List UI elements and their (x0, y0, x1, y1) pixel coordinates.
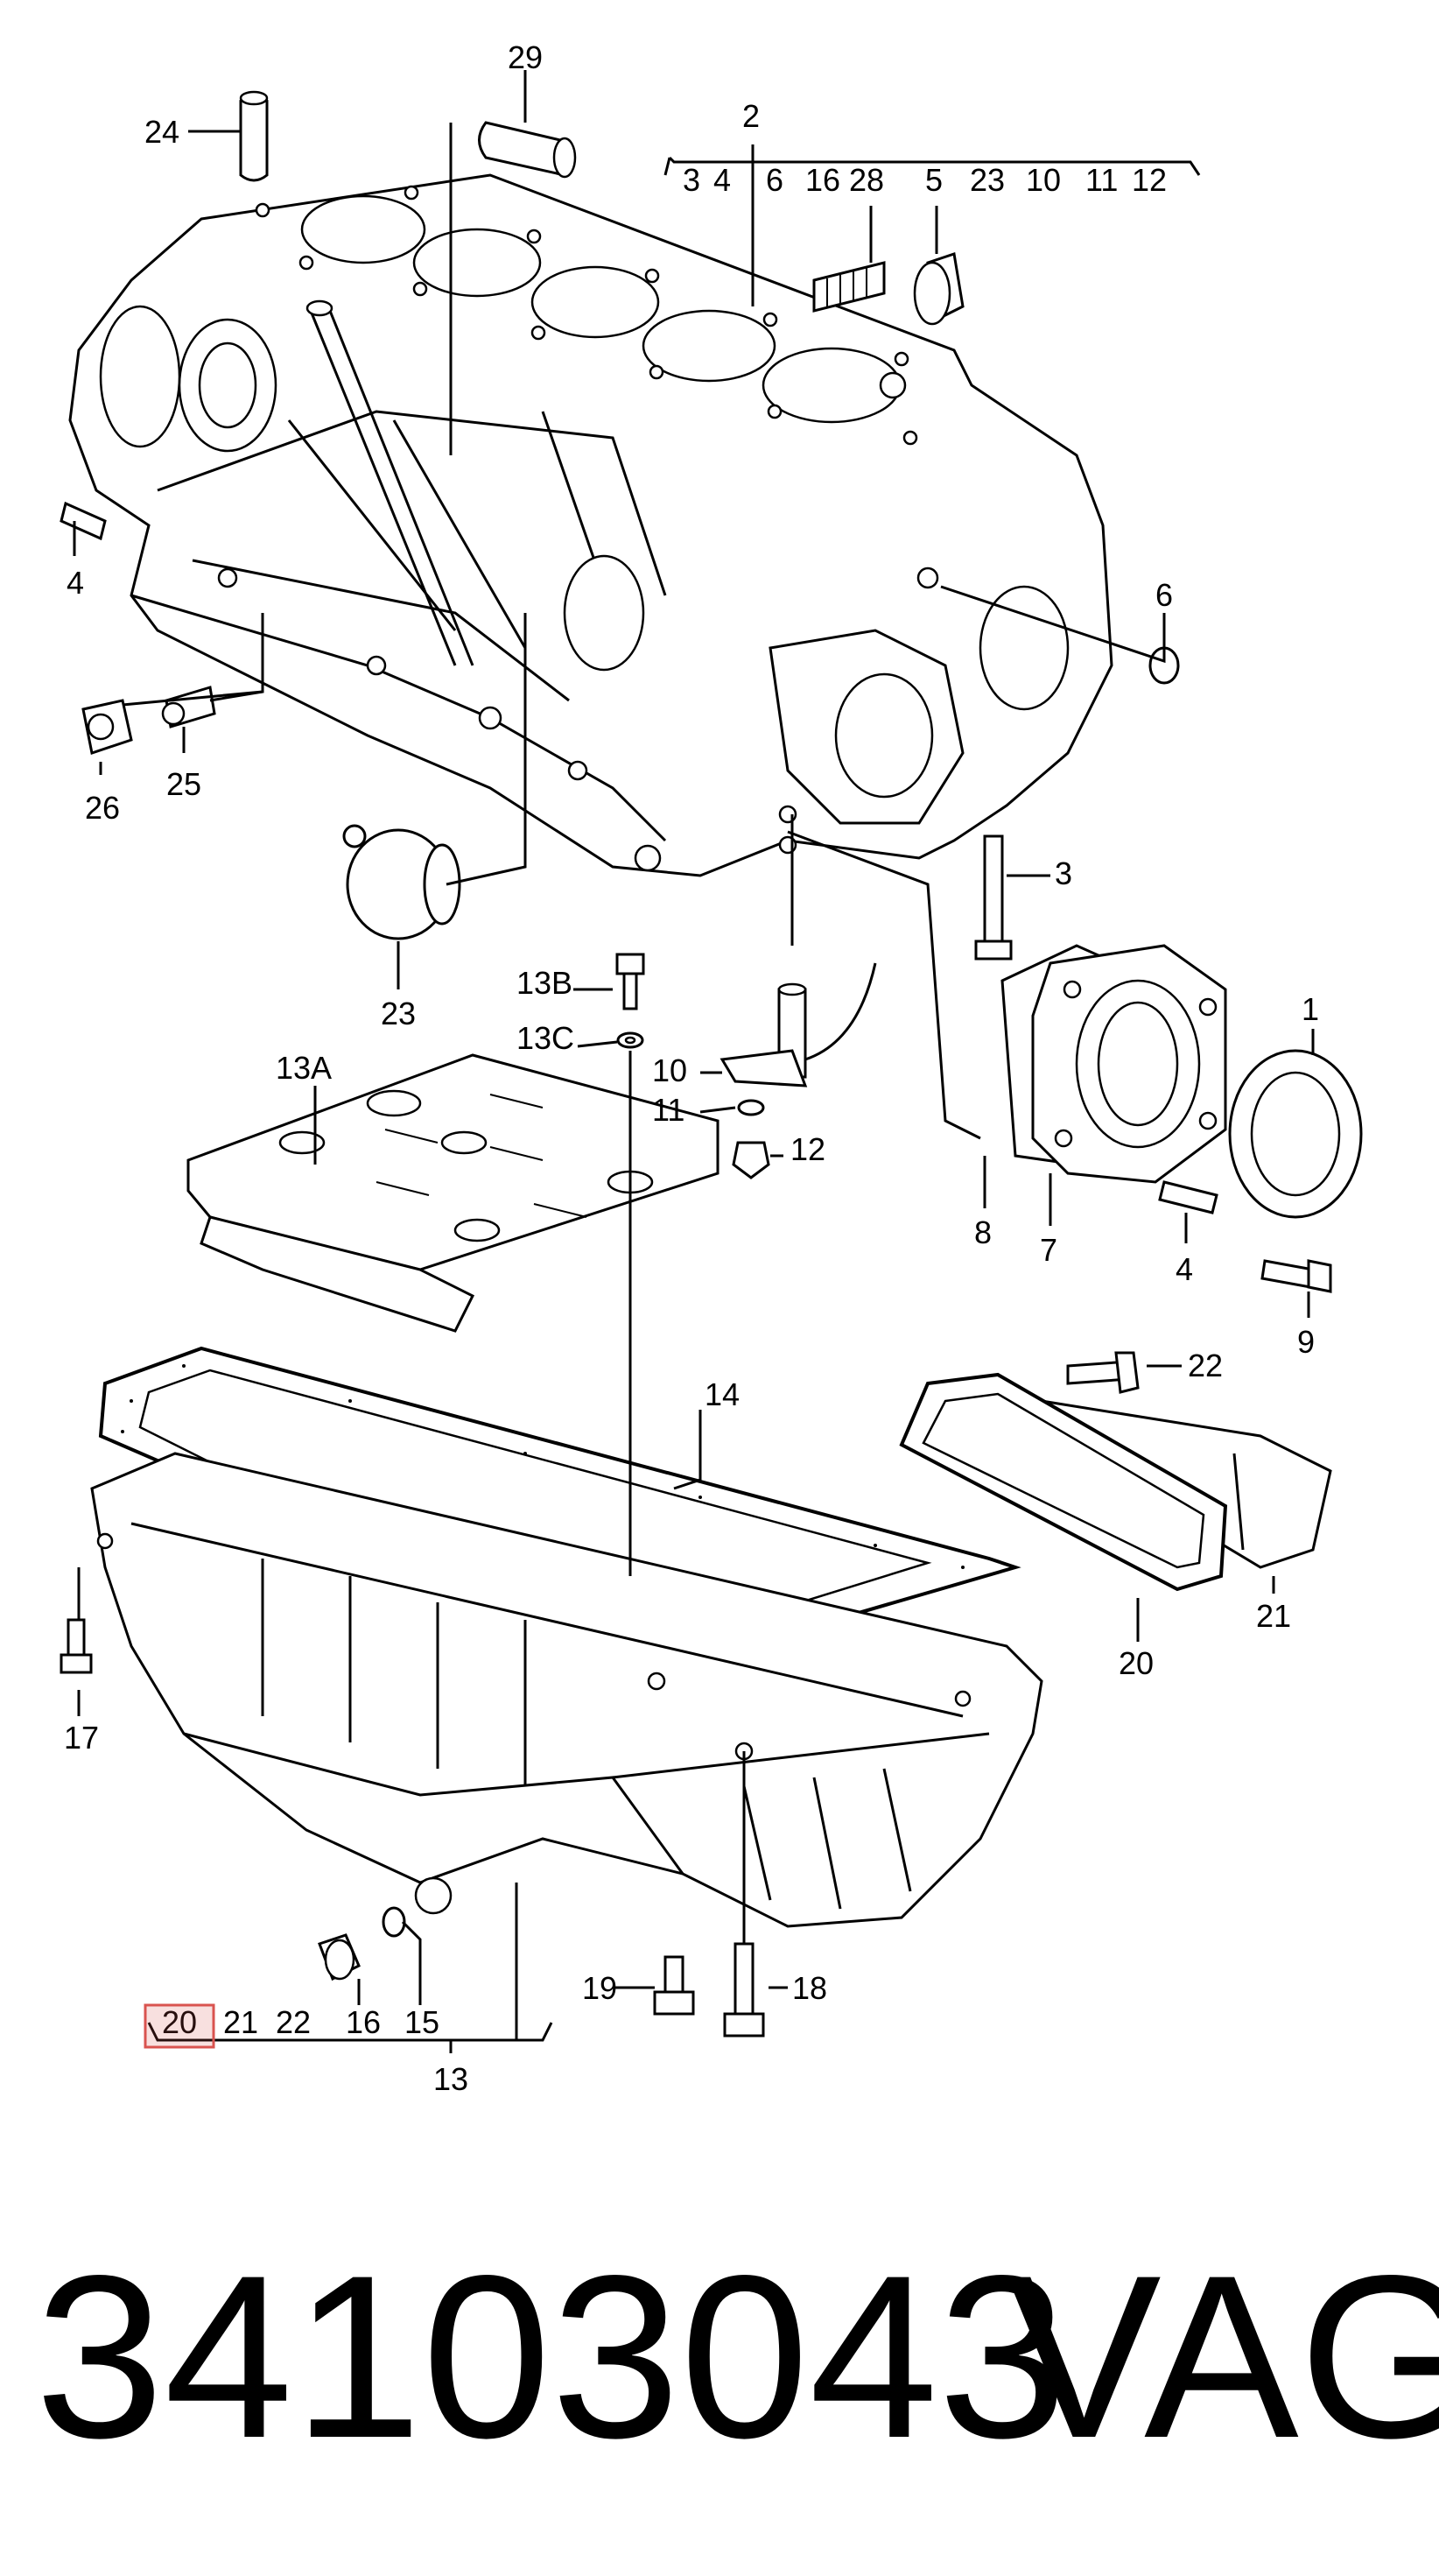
label-2-group-28: 28 (849, 162, 884, 198)
part-25-screw (161, 686, 216, 728)
highlight-box (144, 2003, 215, 2049)
brand-name: VAG (1007, 2228, 1439, 2487)
label-bottom-20: 20 (162, 2004, 197, 2040)
part-19-bolt (653, 1955, 695, 2016)
label-2-group-10: 10 (1026, 162, 1061, 198)
part-13A-baffle (186, 1053, 720, 1333)
label-13: 13 (433, 2061, 468, 2097)
label-12: 12 (790, 1131, 825, 1167)
label-2-group-3: 3 (683, 162, 700, 198)
part-12-nut (732, 1141, 770, 1179)
part-13C-washer (616, 1031, 644, 1049)
part-23-filter-housing (342, 824, 461, 940)
engine-block (68, 173, 1113, 877)
label-13C: 13C (516, 1020, 574, 1056)
label-2: 2 (742, 98, 760, 134)
label-24: 24 (144, 114, 179, 150)
part-13-oil-pan (90, 1452, 1043, 1928)
label-3: 3 (1055, 855, 1072, 891)
part-number: 34103043 (35, 2228, 1068, 2487)
part-18-bolt (723, 1942, 765, 2038)
label-26: 26 (85, 790, 120, 826)
cylinder-bores (300, 194, 902, 424)
label-17: 17 (64, 1720, 99, 1756)
label-23: 23 (381, 996, 416, 1031)
label-7: 7 (1040, 1232, 1057, 1268)
part-29-plug (478, 121, 577, 179)
label-20: 20 (1119, 1645, 1154, 1681)
label-18: 18 (792, 1970, 827, 2006)
label-4-left: 4 (67, 565, 84, 601)
part-14-pan-gasket (98, 1346, 1021, 1649)
label-9: 9 (1297, 1324, 1315, 1360)
label-29: 29 (508, 39, 543, 75)
label-22: 22 (1188, 1348, 1223, 1383)
part-7-seal-flange (1031, 944, 1227, 1184)
leader-lines (73, 70, 1315, 2053)
label-13A: 13A (276, 1050, 332, 1086)
label-16: 16 (346, 2004, 381, 2040)
label-2-group-16: 16 (805, 162, 840, 198)
label-4-right: 4 (1176, 1251, 1193, 1287)
label-1: 1 (1302, 991, 1319, 1027)
part-9-bolt (1260, 1259, 1332, 1293)
label-11: 11 (652, 1092, 684, 1128)
part-5-cap (913, 252, 965, 326)
deck-bolt-holes (255, 185, 918, 446)
label-2-group-5: 5 (925, 162, 943, 198)
label-2-group-12: 12 (1132, 162, 1167, 198)
part-15-washer (382, 1906, 406, 1938)
part-13B-bolt (615, 953, 645, 1010)
part-4-dowel-pin (60, 501, 107, 541)
label-6: 6 (1155, 577, 1173, 613)
label-14: 14 (705, 1376, 740, 1412)
part-24-sleeve (239, 90, 269, 182)
label-15: 15 (404, 2004, 439, 2040)
label-bottom-21: 21 (223, 2004, 258, 2040)
label-2-group-23: 23 (970, 162, 1005, 198)
part-26-plug (81, 699, 133, 755)
label-2-group-11: 11 (1085, 162, 1118, 198)
part-17-bolt (60, 1618, 93, 1674)
part-4-dowel-pin-rear (1158, 1180, 1218, 1214)
part-10-sensor (720, 962, 877, 1087)
label-10: 10 (652, 1052, 687, 1088)
label-21: 21 (1256, 1598, 1291, 1634)
part-20-gasket (899, 1372, 1228, 1592)
label-19: 19 (582, 1970, 617, 2006)
callout-labels: 24 29 2 3 4 6 16 28 5 23 10 11 12 4 6 26… (64, 39, 1319, 2097)
part-16-drain-plug (318, 1933, 361, 1981)
part-11-washer (737, 1099, 765, 1116)
label-25: 25 (166, 766, 201, 802)
label-2-group-4: 4 (713, 162, 731, 198)
label-13B: 13B (516, 965, 572, 1001)
part-3-bolt (974, 834, 1013, 961)
part-28-spring (812, 261, 886, 313)
label-8: 8 (974, 1214, 992, 1250)
part-1-seal-ring (1228, 1049, 1363, 1219)
label-bottom-22: 22 (276, 2004, 311, 2040)
part-22-screw (1066, 1351, 1140, 1394)
label-2-group-6: 6 (766, 162, 783, 198)
